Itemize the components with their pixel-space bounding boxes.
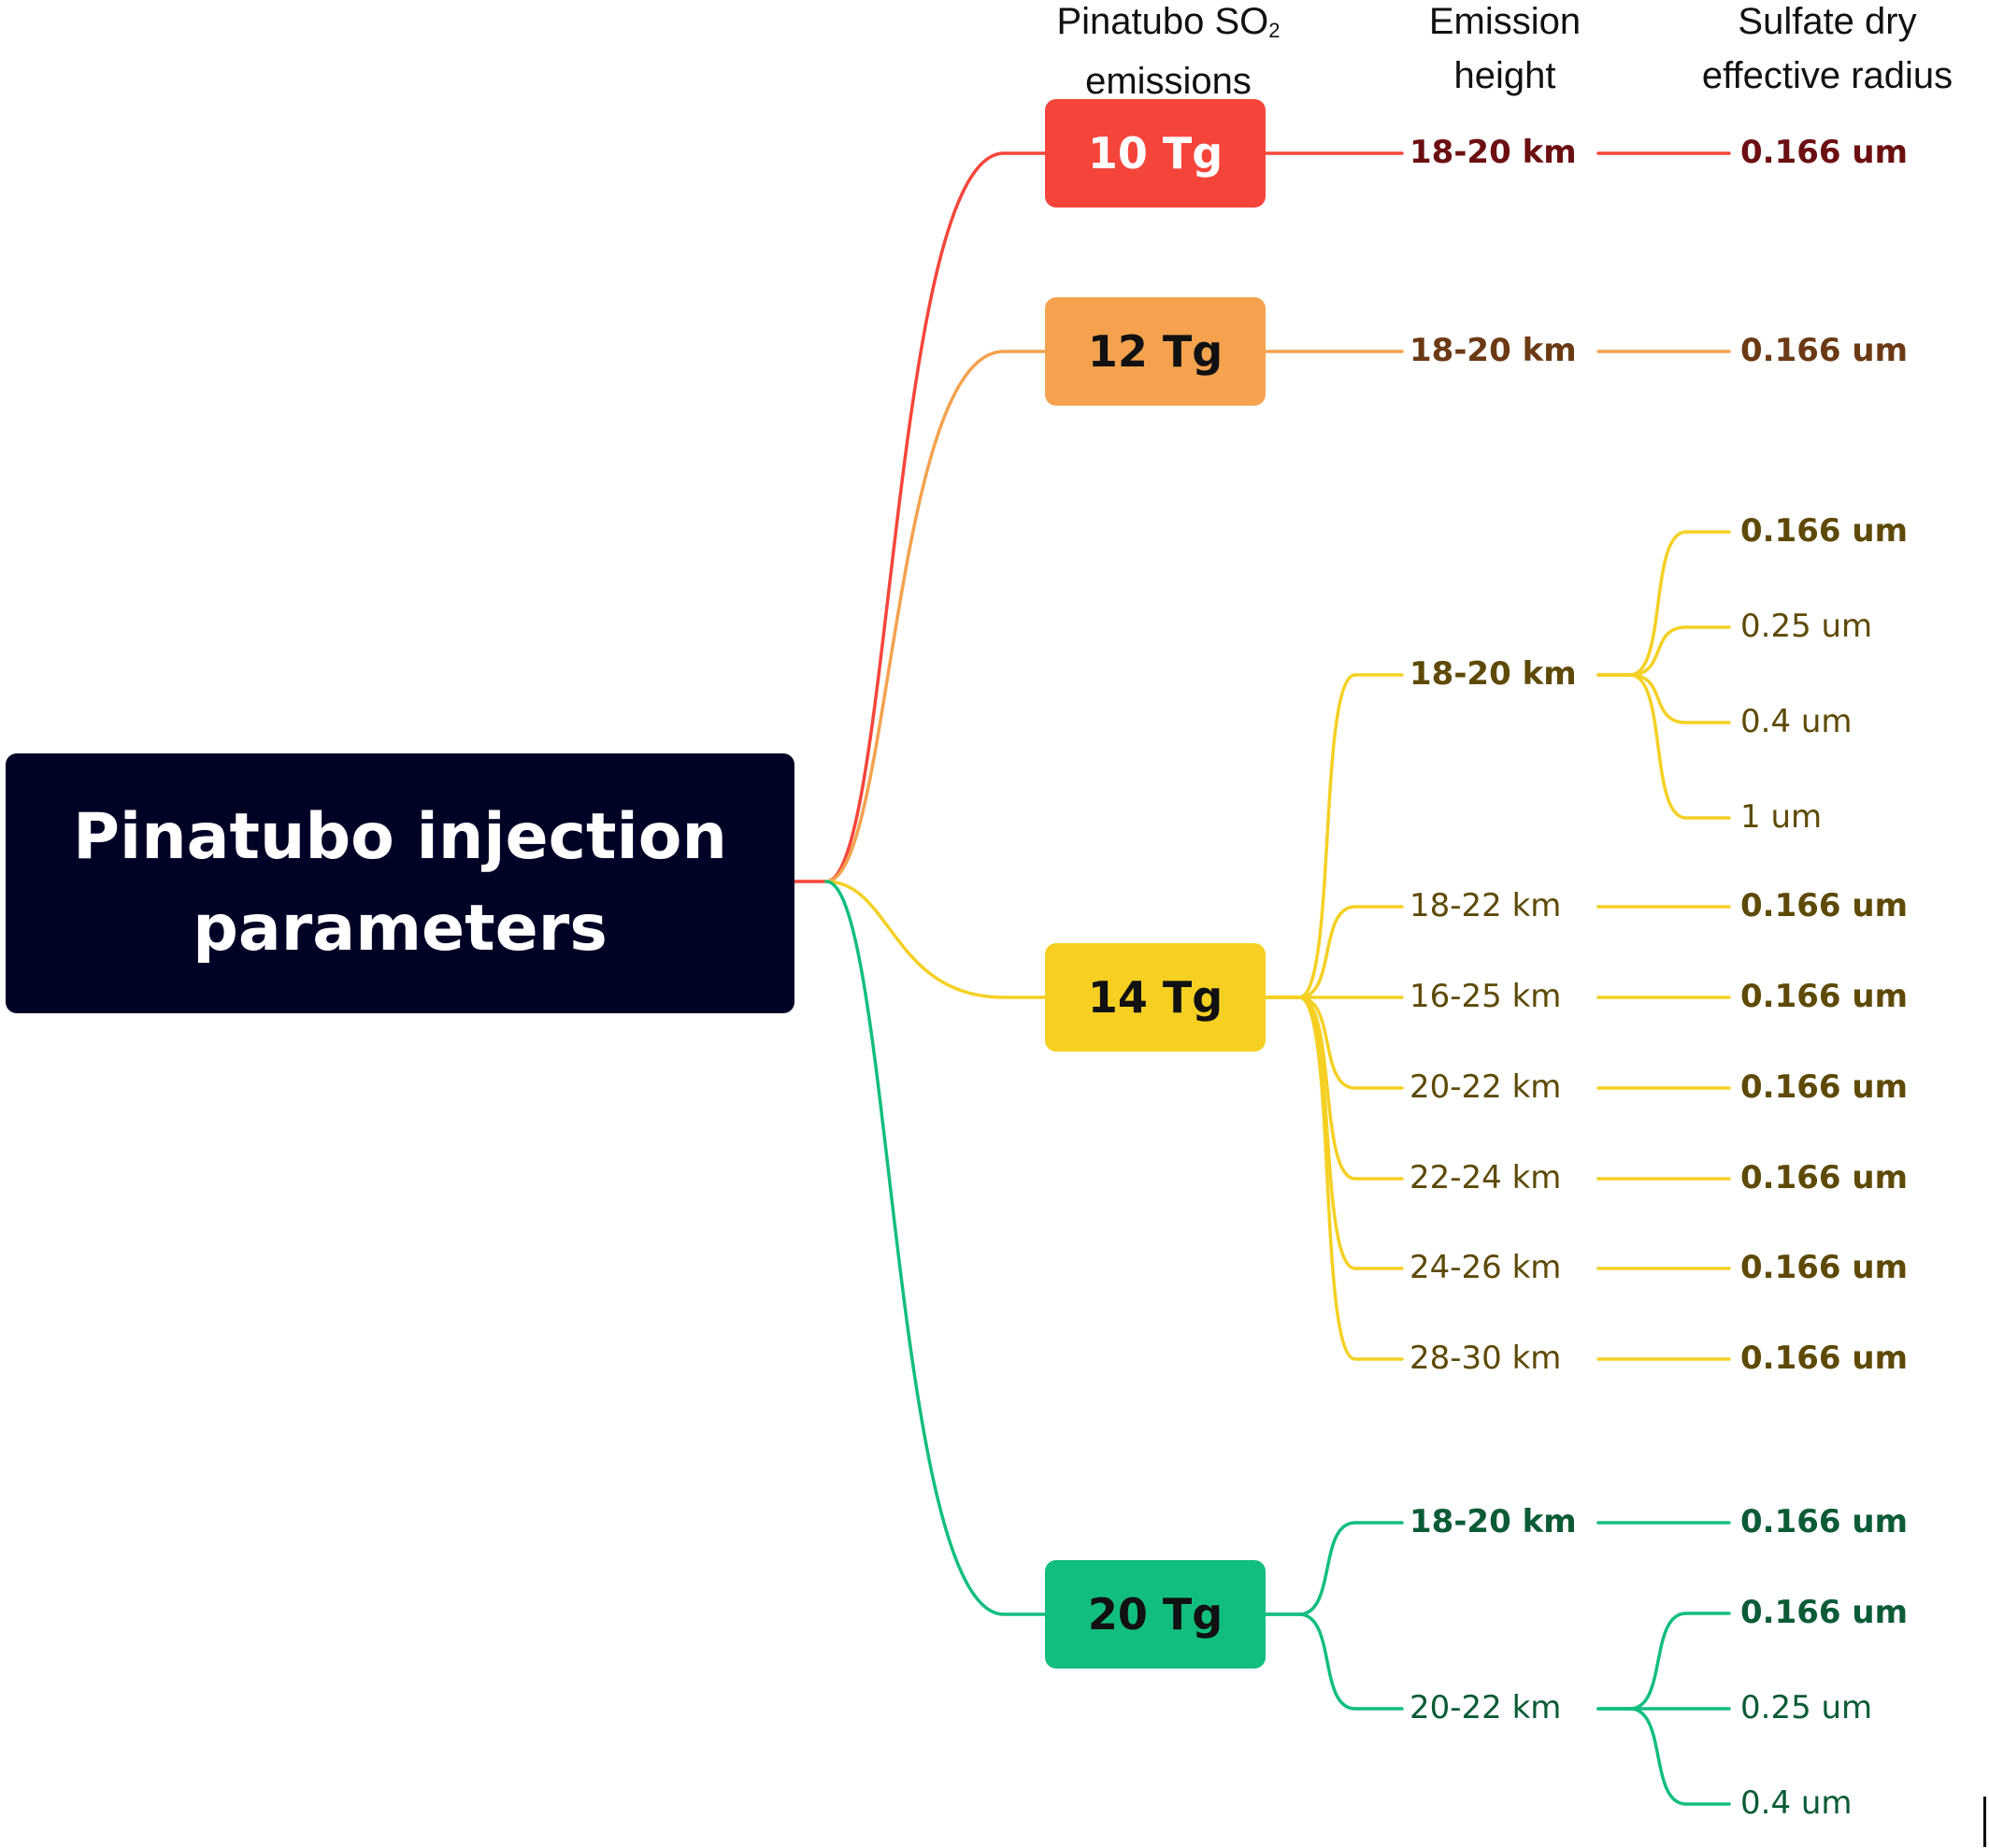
- header-radius: Sulfate dry effective radius: [1673, 0, 1982, 103]
- emission-height-label: 18-20 km: [1409, 332, 1577, 369]
- effective-radius-label: 0.166 um: [1740, 1068, 1909, 1106]
- emission-height-label: 20-22 km: [1409, 1689, 1562, 1726]
- effective-radius-label: 0.166 um: [1740, 332, 1909, 369]
- emission-node: 14 Tg: [1045, 943, 1266, 1052]
- emission-height-label: 16-25 km: [1409, 978, 1562, 1015]
- emission-node: 20 Tg: [1045, 1560, 1266, 1669]
- emission-node: 12 Tg: [1045, 297, 1266, 406]
- height-connector: [1297, 673, 1404, 999]
- radius-connector: [1628, 1612, 1731, 1711]
- root-title: Pinatubo injection parameters: [73, 800, 727, 966]
- header-emissions-line2: emissions: [1085, 61, 1252, 102]
- radius-connector: [1628, 673, 1731, 820]
- header-emissions: Pinatubo SO2 emissions: [1019, 0, 1318, 108]
- effective-radius-label: 0.166 um: [1740, 1249, 1909, 1286]
- height-connector: [1297, 905, 1404, 999]
- effective-radius-label: 0.4 um: [1740, 1784, 1853, 1822]
- effective-radius-label: 0.25 um: [1740, 1689, 1873, 1726]
- header-height-line2: height: [1453, 55, 1556, 96]
- height-connector: [1297, 996, 1404, 1361]
- emission-node: 10 Tg: [1045, 99, 1266, 208]
- effective-radius-label: 0.166 um: [1740, 1339, 1909, 1377]
- radius-connector: [1628, 625, 1731, 677]
- effective-radius-label: 0.166 um: [1740, 1503, 1909, 1540]
- height-connector: [1297, 996, 1404, 1090]
- header-height: Emission height: [1374, 0, 1636, 103]
- radius-connector: [1628, 1707, 1731, 1806]
- header-radius-line2: effective radius: [1701, 55, 1953, 96]
- effective-radius-label: 0.166 um: [1740, 1159, 1909, 1196]
- emission-height-label: 24-26 km: [1409, 1249, 1562, 1286]
- trunk-line-14-tg: [824, 880, 1047, 999]
- emission-height-label: 18-20 km: [1409, 655, 1577, 693]
- header-height-line1: Emission: [1428, 1, 1581, 42]
- header-emissions-line1: Pinatubo SO: [1056, 1, 1269, 42]
- radius-connector: [1628, 530, 1731, 677]
- header-emissions-subscript: 2: [1268, 19, 1281, 42]
- effective-radius-label: 0.166 um: [1740, 134, 1909, 171]
- effective-radius-label: 0.25 um: [1740, 608, 1873, 645]
- trunk-line-12-tg: [824, 350, 1047, 883]
- height-connector: [1297, 996, 1404, 1270]
- emission-height-label: 22-24 km: [1409, 1159, 1562, 1196]
- height-connector: [1297, 1521, 1404, 1616]
- trunk-line-20-tg: [824, 880, 1047, 1616]
- effective-radius-label: 0.166 um: [1740, 978, 1909, 1015]
- emission-height-label: 28-30 km: [1409, 1339, 1562, 1377]
- emission-height-label: 18-22 km: [1409, 887, 1562, 924]
- radius-connector: [1628, 673, 1731, 724]
- emission-height-label: 18-20 km: [1409, 1503, 1577, 1540]
- effective-radius-label: 1 um: [1740, 798, 1823, 836]
- effective-radius-label: 0.166 um: [1740, 887, 1909, 924]
- effective-radius-label: 0.4 um: [1740, 703, 1853, 740]
- emission-height-label: 18-20 km: [1409, 134, 1577, 171]
- text-cursor: [1983, 1797, 1986, 1847]
- trunk-line-10-tg: [824, 151, 1047, 883]
- effective-radius-label: 0.166 um: [1740, 512, 1909, 550]
- effective-radius-label: 0.166 um: [1740, 1594, 1909, 1631]
- height-connector: [1297, 1612, 1404, 1711]
- header-radius-line1: Sulfate dry: [1738, 1, 1917, 42]
- emission-height-label: 20-22 km: [1409, 1068, 1562, 1106]
- height-connector: [1297, 996, 1404, 1181]
- root-node: Pinatubo injection parameters: [6, 753, 794, 1013]
